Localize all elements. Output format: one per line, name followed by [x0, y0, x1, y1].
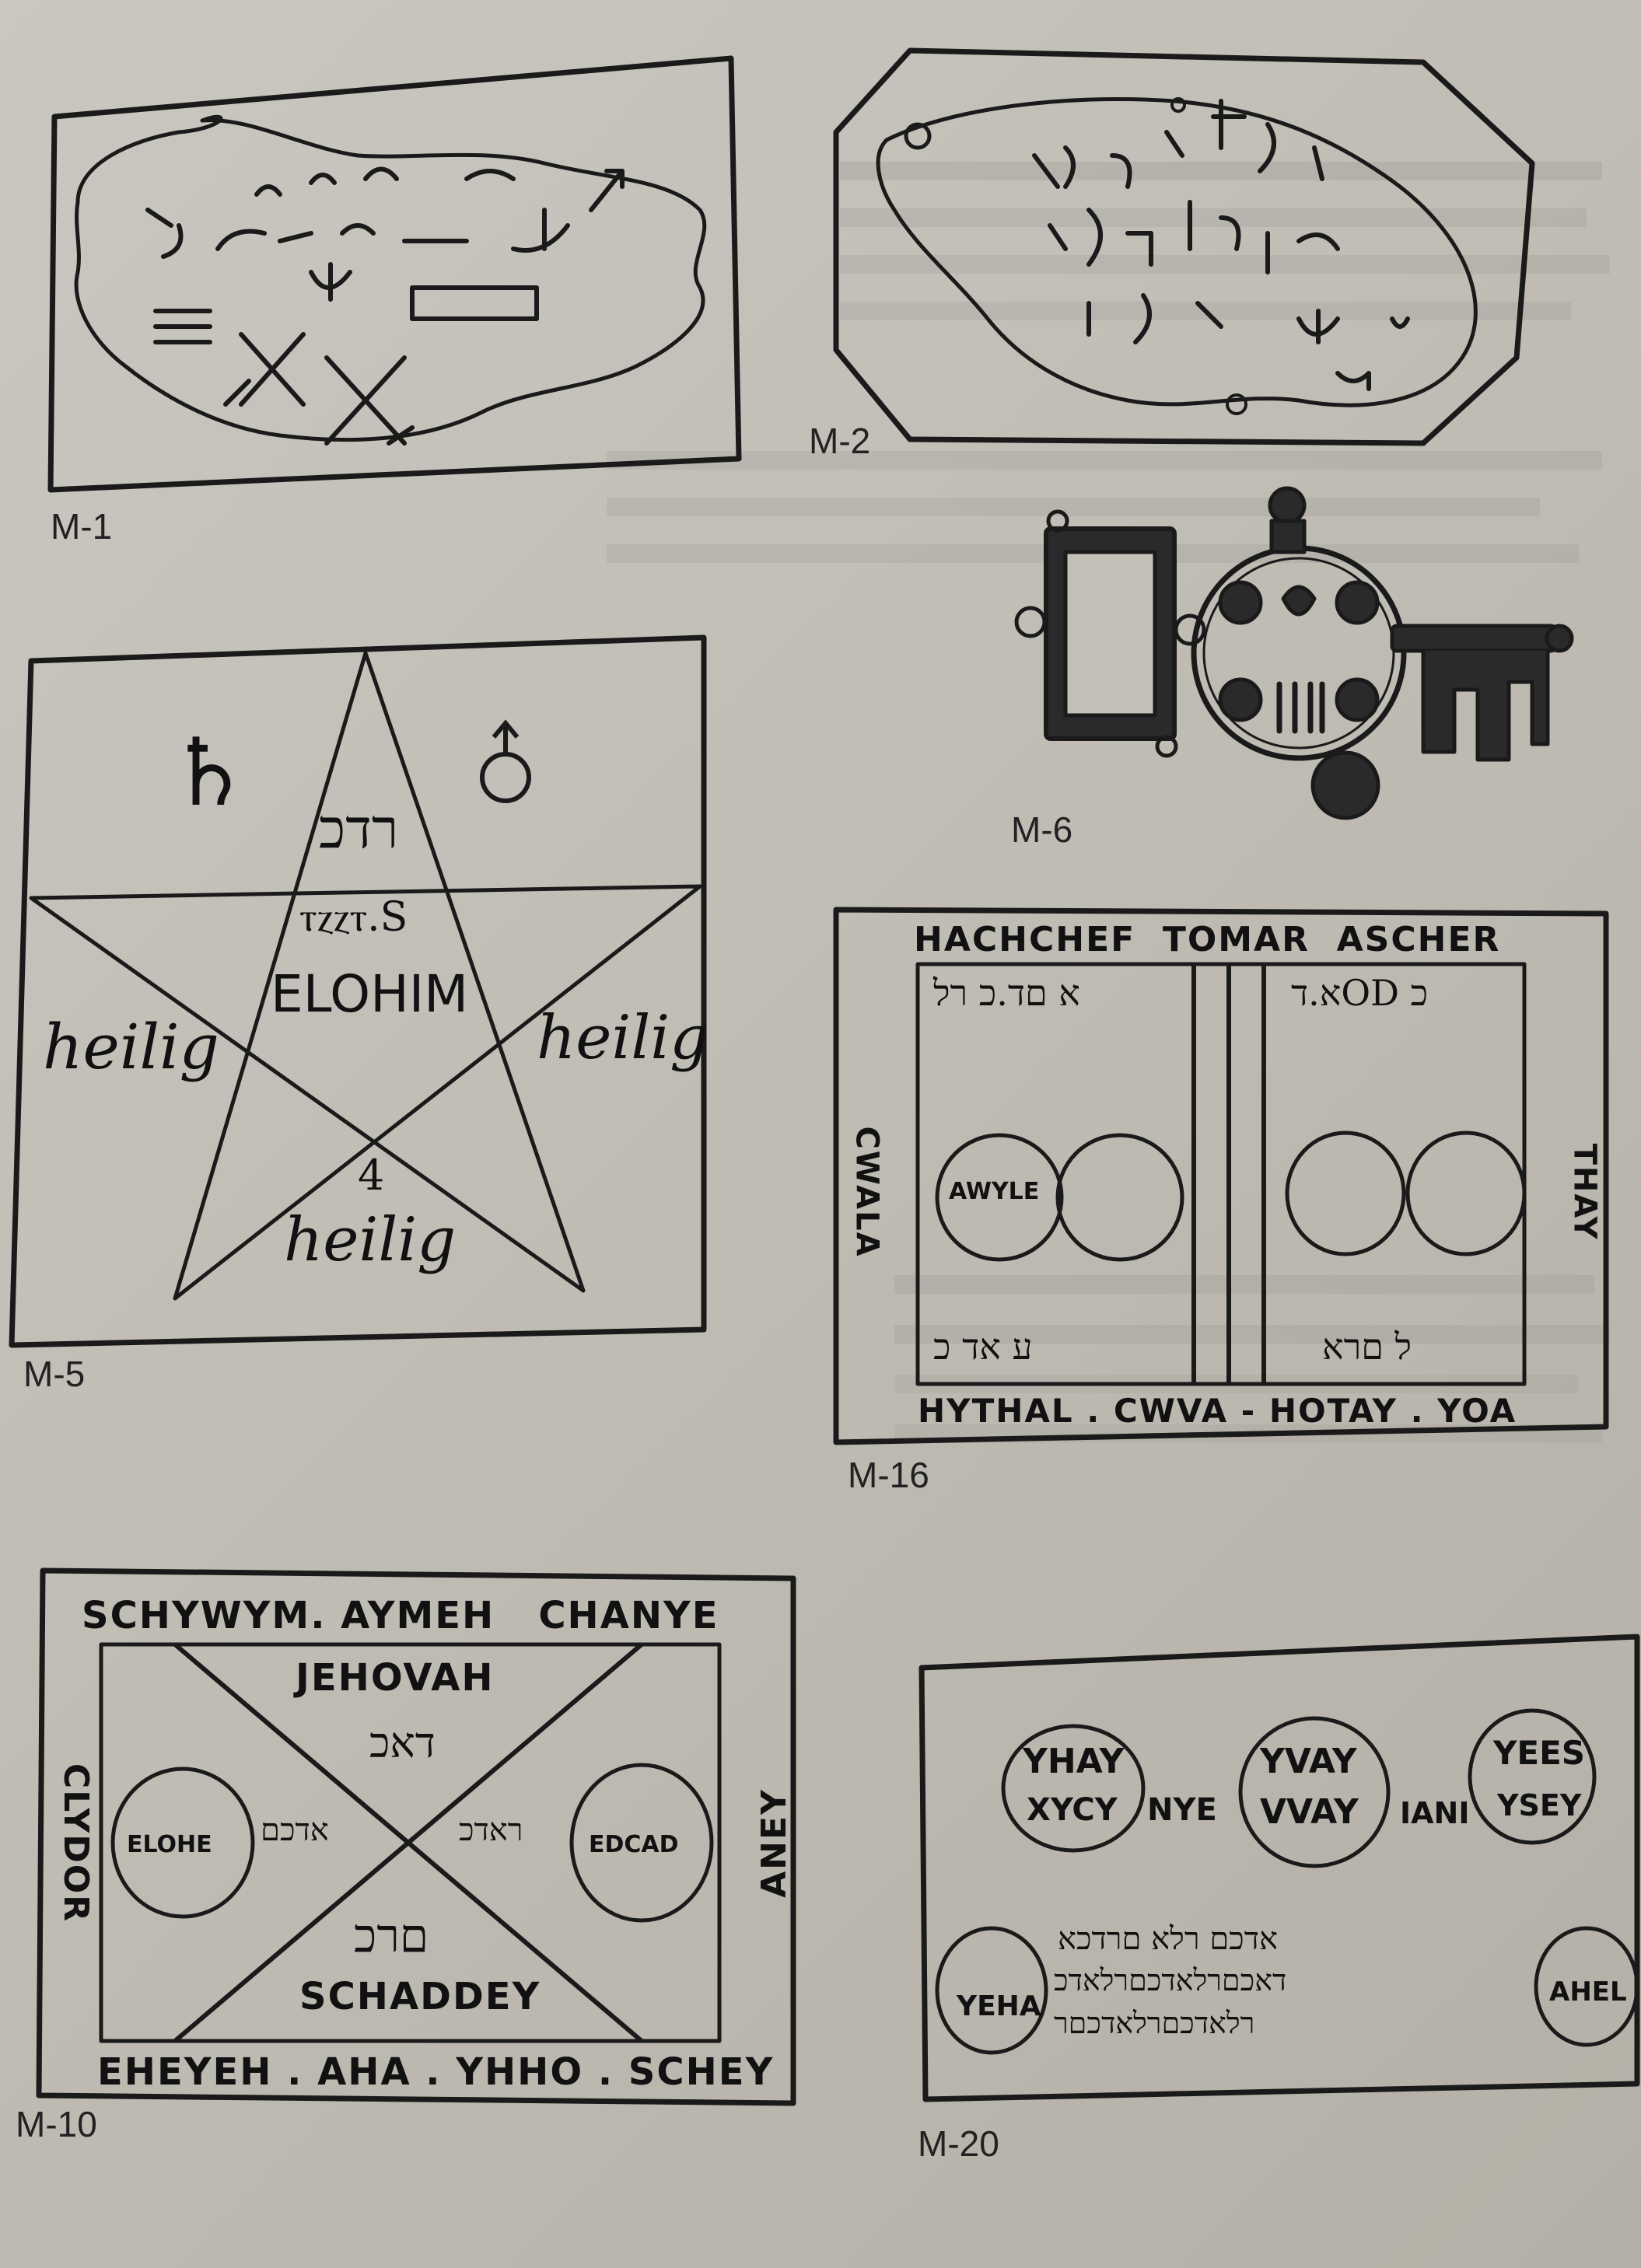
m5-center-word: ELOHIM: [271, 964, 469, 1024]
m10-glyph-bottom: ﬦﬧﬤ: [354, 1909, 429, 1963]
m10-left-text: CLYDOR: [56, 1763, 96, 1924]
m20-glyph-row-2: ﬢﬡﬤﬦﬧﬥﬡﬢﬤﬦﬧﬥﬡﬢﬤ: [1054, 1963, 1287, 1997]
m1-label: M-1: [51, 506, 113, 547]
m16-label: M-16: [848, 1455, 929, 1495]
m20-word-1: XYCY: [1027, 1792, 1118, 1828]
m10-right-circle-text: EDCAD: [589, 1831, 679, 1858]
m20-circle-2: YVAY: [1260, 1742, 1357, 1781]
m5-mars-symbol: [480, 719, 531, 803]
m10-label: M-10: [16, 2104, 97, 2144]
m5-heilig-bottom: heilig: [284, 1205, 457, 1275]
m16-right-text: THAY: [1566, 1143, 1603, 1241]
m20-drawing: [918, 1634, 1640, 2102]
m10-drawing: [36, 1567, 796, 2106]
m20-circle-1: YHAY: [1023, 1742, 1125, 1781]
m10-inner-bottom: SCHADDEY: [299, 1975, 541, 2018]
m20-circle-5: AHEL: [1549, 1976, 1627, 2008]
m16-glyph-row-bottom-right: ﬥ ﬦﬧﬡ: [1322, 1326, 1412, 1368]
m20-word-5: YSEY: [1497, 1788, 1582, 1822]
figure-m16: HACHCHEF TOMAR ASCHER HYTHAL . CWVA - HO…: [832, 906, 1610, 1495]
m5-heilig-left: heilig: [43, 1011, 219, 1083]
m20-label: M-20: [918, 2123, 999, 2164]
m5-glyphs-upper: ⲧⲍⲍⲧ.S: [299, 894, 408, 941]
m20-circle-3: YEES: [1493, 1734, 1586, 1772]
m5-planet-symbol: ♄: [167, 719, 251, 827]
m5-label: M-5: [23, 1354, 86, 1394]
figure-m10: SCHYWYM. AYMEH CHANYE JEHOVAH SCHADDEY E…: [16, 1567, 801, 2144]
m20-glyph-row-1: ﬡﬢﬤﬦ ﬧﬥﬡ ﬦﬧﬢﬤﬡ: [1058, 1921, 1278, 1957]
m6-drawing: [1014, 486, 1574, 820]
m5-drawing: [9, 634, 707, 1348]
m20-word-2: NYE: [1147, 1792, 1217, 1828]
m10-left-circle-text: ELOHE: [127, 1831, 212, 1858]
m5-numeral: 4: [358, 1151, 385, 1200]
m20-word-4: IANI: [1400, 1796, 1470, 1830]
figure-m2: M-2: [809, 47, 1535, 461]
m10-glyph-right: ﬧﬡﬢﬤ: [459, 1812, 523, 1848]
m6-label: M-6: [1011, 809, 1073, 850]
m16-bottom-text: HYTHAL . CWVA - HOTAY . YOA: [918, 1392, 1517, 1430]
m2-label: M-2: [809, 421, 871, 461]
m1-drawing: [47, 55, 742, 493]
m16-glyph-row-top: ﬡ ﬦﬢ.ﬤ ﬧﬥ: [933, 972, 1080, 1014]
m16-drawing: [833, 907, 1609, 1445]
figure-m20: YHAY XYCY NYE YVAY VVAY IANI YEES YSEY Y…: [918, 1633, 1641, 2169]
m20-word-3: VVAY: [1260, 1792, 1359, 1832]
bleed-through-text-2: [607, 435, 1618, 638]
m10-right-text: ANEY: [754, 1788, 794, 1898]
m20-circle-4: YEHA: [957, 1990, 1041, 2022]
m5-heilig-right: heilig: [537, 1003, 709, 1073]
m16-glyph-row-bottom: ﬠ ﬡﬢ ﬤ: [933, 1326, 1033, 1368]
m16-circle-text: AWYLE: [949, 1178, 1040, 1205]
m2-drawing: [833, 47, 1535, 446]
m10-top-text: SCHYWYM. AYMEH CHANYE: [82, 1594, 719, 1637]
m5-glyphs-top: ﬧﬢﬤ: [319, 797, 399, 861]
m20-glyph-row-3: ﬧﬥﬡﬢﬤﬦﬧﬥﬡﬢﬤﬦﬧ: [1054, 2006, 1255, 2040]
m10-bottom-text: EHEYEH . AHA . YHHO . SCHEY: [97, 2050, 775, 2094]
m10-inner-top: JEHOVAH: [296, 1656, 495, 1700]
bleed-through-text-3: [894, 1260, 1618, 1571]
figure-m5: ♄ ELOHIM heilig heilig heilig 4 ﬧﬢﬤ ⲧⲍⲍⲧ…: [8, 630, 709, 1394]
m16-glyph-row-top-right: ﬡ.ﬢOD ﬤ: [1291, 972, 1429, 1014]
m16-top-text: HACHCHEF TOMAR ASCHER: [914, 920, 1501, 959]
m16-left-text: CWALA: [848, 1126, 885, 1258]
m10-glyph-top: ﬢﬡﬤ: [369, 1718, 436, 1767]
figure-m6: M-6: [988, 467, 1579, 855]
figure-m1: M-1: [47, 54, 747, 547]
bleed-through-text: [840, 148, 1625, 381]
m10-glyph-left: ﬡﬢﬤﬦ: [261, 1812, 329, 1848]
